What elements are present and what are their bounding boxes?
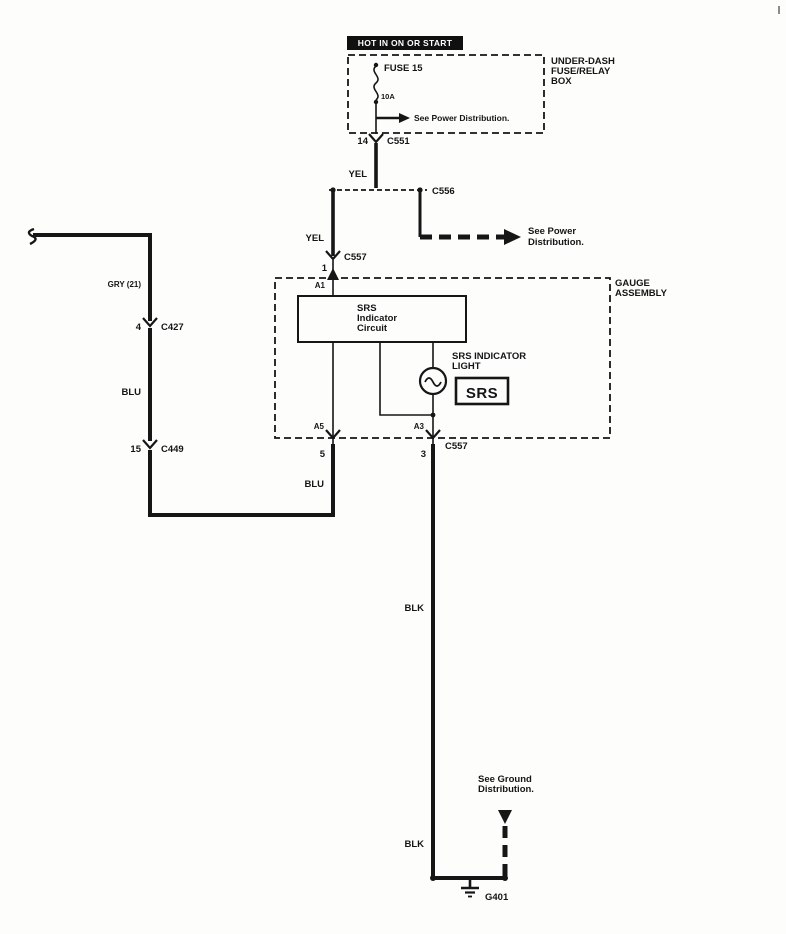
see-power-right-label-2: Distribution. — [528, 237, 584, 248]
yel-upper-label: YEL — [349, 169, 368, 180]
arrow-right-icon — [504, 229, 521, 245]
blu-center-label: BLU — [304, 479, 324, 490]
fuse-box-label-2: FUSE/RELAY — [551, 66, 611, 77]
wire-gry-left: GRY (21) — [27, 227, 152, 321]
pin3-label: 3 — [421, 449, 426, 460]
connector-chevron-icon — [368, 133, 384, 144]
connector-chevron-icon — [142, 317, 158, 328]
banner-box — [347, 36, 463, 50]
a3-pin-label: A3 — [414, 422, 425, 431]
gry-wire-run — [33, 233, 152, 321]
g401-label: G401 — [485, 892, 509, 903]
junction-dot-right — [502, 875, 508, 881]
circuit-label-3: Circuit — [357, 323, 388, 334]
wire-blu-left: BLU — [121, 328, 152, 441]
c449-pin-label: 15 — [130, 444, 141, 455]
fuse-box-label-1: UNDER-DASH — [551, 56, 615, 67]
wire-blk-main: BLK BLK — [404, 444, 508, 881]
wire-yel-lower: YEL — [306, 190, 335, 256]
gauge-box-outline — [274, 277, 611, 439]
underdash-fuse-relay-box: UNDER-DASH FUSE/RELAY BOX — [347, 54, 615, 134]
gry-label: GRY (21) — [108, 280, 142, 289]
arrow-down-icon — [498, 810, 512, 824]
c557-bottom-label: C557 — [445, 441, 468, 452]
see-power-right-label-1: See Power — [528, 226, 576, 237]
connector-chevron-icon — [325, 250, 341, 261]
gauge-internal-wiring — [332, 342, 436, 446]
wire-break-icon — [27, 227, 37, 246]
a5-pin-label: A5 — [314, 422, 325, 431]
internal-wire-elbow — [379, 342, 433, 416]
srs-light-label-1: SRS INDICATOR — [452, 351, 526, 362]
see-power-distribution-arrow-top: See Power Distribution. — [376, 113, 509, 123]
c557-top-pin-label: 1 — [322, 263, 328, 274]
arrow-up-icon — [327, 268, 339, 280]
srs-indicator-light: SRS INDICATOR LIGHT SRS — [418, 351, 526, 406]
circuit-box-outline — [297, 295, 467, 343]
wire-blu-center: BLU — [148, 444, 335, 517]
circuit-label-2: Indicator — [357, 313, 397, 324]
fuse-name-label: FUSE 15 — [384, 63, 423, 74]
connector-c551: 14 C551 — [357, 133, 410, 147]
connector-c556: C556 — [329, 186, 455, 197]
connector-c427: 4 C427 — [136, 317, 184, 333]
connector-chevron-icon — [142, 439, 158, 450]
c557-top-label: C557 — [344, 252, 367, 263]
junction-dot-left — [430, 875, 436, 881]
fuse-box-label-3: BOX — [551, 76, 572, 87]
yel-lower-label: YEL — [306, 233, 325, 244]
see-ground-distribution: See Ground Distribution. — [478, 774, 534, 878]
bulb-icon — [418, 366, 448, 396]
banner-label: HOT IN ON OR START — [358, 38, 453, 48]
a1-pin-label: A1 — [315, 281, 326, 290]
connector-c449: 15 C449 — [130, 439, 184, 455]
fuse-element-icon — [373, 65, 379, 101]
arrow-right-icon — [399, 113, 410, 123]
connector-c557-top: C557 1 — [322, 250, 367, 274]
power-source-banner: HOT IN ON OR START — [347, 36, 463, 50]
connector-chevron-left-icon — [325, 429, 341, 440]
c427-label: C427 — [161, 322, 184, 333]
blk-upper-label: BLK — [404, 603, 424, 614]
blu-wire-run — [148, 444, 335, 517]
c427-pin-label: 4 — [136, 322, 142, 333]
see-power-top-label: See Power Distribution. — [414, 113, 509, 123]
circuit-label-1: SRS — [357, 303, 377, 314]
c449-label: C449 — [161, 444, 184, 455]
blk-lower-label: BLK — [404, 839, 424, 850]
srs-light-label-2: LIGHT — [452, 361, 481, 372]
blu-left-label: BLU — [121, 387, 141, 398]
connector-c557-bottom: A5 A3 5 3 C557 — [314, 422, 468, 460]
ground-g401: G401 — [461, 878, 509, 903]
see-power-distribution-arrow-right: See Power Distribution. — [418, 190, 584, 248]
c551-label: C551 — [387, 136, 410, 147]
see-ground-label-1: See Ground — [478, 774, 532, 785]
see-ground-label-2: Distribution. — [478, 784, 534, 795]
pin5-label: 5 — [320, 449, 326, 460]
srs-indicator-circuit: SRS Indicator Circuit — [297, 295, 467, 343]
fuse-15: FUSE 15 10A — [373, 62, 423, 134]
wire-yel-upper: YEL — [349, 143, 378, 188]
bulb-filament-icon — [424, 377, 442, 387]
c551-pin-label: 14 — [357, 136, 368, 147]
c556-label: C556 — [432, 186, 455, 197]
gauge-assembly-box: GAUGE ASSEMBLY — [274, 277, 668, 439]
fuse-box-outline — [347, 54, 545, 134]
srs-badge-outline — [454, 376, 510, 406]
connector-chevron-right-icon — [425, 429, 441, 440]
fuse-rating-label: 10A — [381, 92, 395, 101]
gauge-label-2: ASSEMBLY — [615, 288, 668, 299]
srs-badge-label: SRS — [466, 385, 498, 402]
gauge-label-1: GAUGE — [615, 278, 650, 289]
junction-dot — [430, 412, 436, 418]
